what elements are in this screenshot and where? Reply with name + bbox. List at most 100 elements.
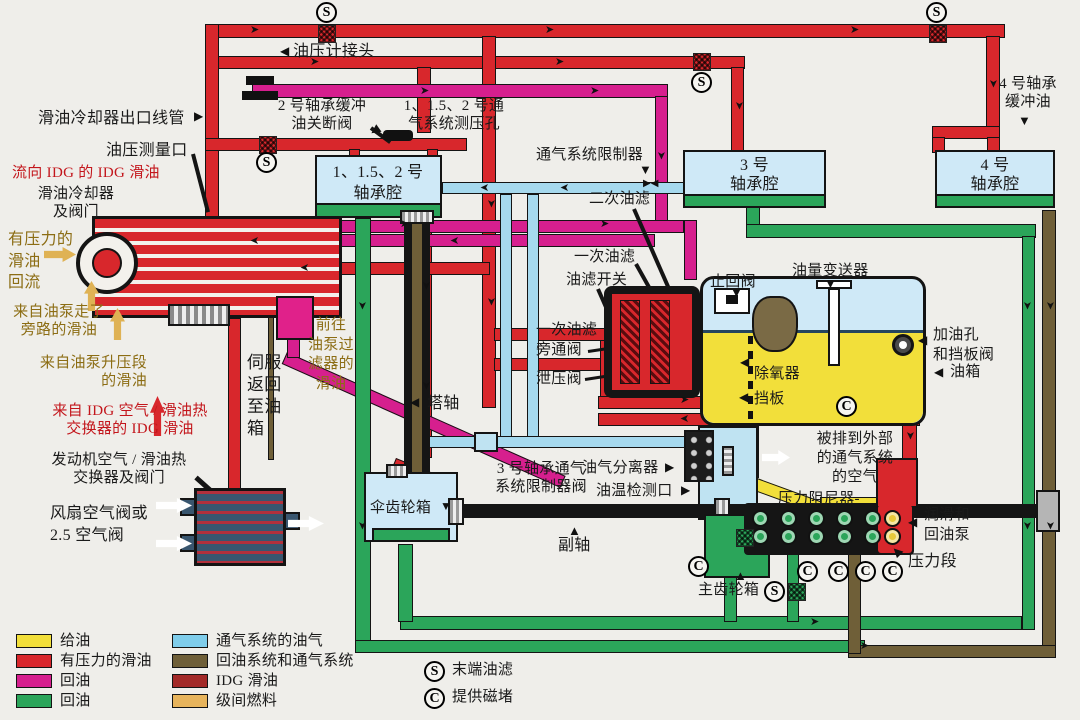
oil-tank-oil — [703, 332, 923, 423]
flow-arrow-icon: ◀ — [918, 333, 928, 347]
pump-gear — [780, 528, 797, 545]
label-secondary-filter: 二次油滤 — [589, 191, 651, 207]
heat-exchanger — [194, 488, 286, 566]
terminal-filter-symbol-4: S — [926, 2, 947, 23]
legend-symbol-label-0: 末端油滤 — [452, 662, 514, 678]
label-servo-return: 伺服 返回 至油 箱 — [247, 353, 282, 439]
label-vent-press-tap: 1、1.5、2 号通 气系统测压孔 — [403, 98, 505, 133]
label-pressure-damper: 压力阻尼器- — [778, 491, 860, 507]
label-primary-filter: 一次油滤 — [574, 249, 636, 265]
pipe-scavenge-top — [252, 84, 668, 98]
flow-arrow-icon: ➤ — [860, 640, 870, 652]
bevel-gearbox-sump — [372, 528, 450, 542]
label-bevel-gearbox: 伞齿轮箱 — [370, 500, 432, 516]
flow-arrow-icon: ◀ — [410, 395, 420, 409]
pump-gear — [836, 528, 853, 545]
pipe-vent-bottom — [428, 436, 704, 448]
magnetic-plug-pump-4: C — [882, 561, 903, 582]
legend-label-1-1: 有压力的滑油 — [60, 653, 152, 669]
label-relief-valve: 泄压阀 — [536, 371, 582, 387]
flow-arrow-icon: ➤ — [400, 218, 410, 230]
legend-label-2-1: 回油系统和通气系统 — [216, 653, 354, 669]
label-primary-filter-bypass: 一次油滤 旁通阀 — [536, 322, 598, 358]
label-oil-temp-port: 油温检测口 — [596, 483, 673, 499]
flow-arrow-icon: ◀ — [908, 515, 918, 529]
layshaft-coupler-1 — [448, 498, 464, 525]
flow-arrow-icon: ▲ — [734, 568, 747, 583]
flow-arrow-icon: ➤ — [733, 100, 746, 111]
pump-gear — [808, 510, 825, 527]
flow-arrow-icon: ➤ — [420, 85, 430, 97]
label-pressure-stage: 压力段 — [908, 553, 957, 570]
label-main-gearbox: 主齿轮箱 — [698, 582, 760, 598]
label-oil-pressure-port: 油压测量口 — [106, 142, 188, 159]
terminal-filter-symbol-2: S — [256, 152, 277, 173]
flow-arrow-icon: ▶ — [194, 109, 204, 123]
pipe-green-no3-right — [746, 224, 1036, 238]
pipe-vent-v1 — [500, 194, 512, 442]
fill-port-cap-core — [899, 341, 907, 349]
flow-arrow-icon: ➤ — [655, 150, 668, 161]
tank-baffle — [748, 336, 753, 420]
pump-gear — [808, 528, 825, 545]
label-pressurized-oil-return: 有压力的 滑油 回流 — [8, 231, 74, 292]
label-air-oil-separator: 油气分离器 — [582, 460, 659, 476]
label-baffle: 挡板 — [754, 391, 785, 407]
label-oil-pressure-gauge-connector: 油压计接头 — [293, 43, 375, 60]
legend-label-1-0: 给油 — [60, 633, 91, 649]
flow-arrow-icon: ➤ — [555, 56, 565, 68]
label-tower-shaft: 塔轴 — [427, 395, 460, 412]
flow-arrow-icon: ➤ — [420, 380, 433, 391]
flow-arrow-icon: ➤ — [1044, 300, 1057, 311]
flow-arrow-icon: ➤ — [680, 394, 690, 406]
label-engine-air-oil-hx: 发动机空气 / 滑油热 交换器及阀门 — [51, 452, 187, 487]
label-fan-air-valve: 风扇空气阀或 2.5 空气阀 — [50, 505, 148, 545]
flow-arrow-icon: ➤ — [420, 280, 433, 291]
label-vent-restrictor: 通气系统限制器 — [536, 147, 644, 163]
flow-arrow-icon: ➤ — [1021, 520, 1034, 531]
pump-gear — [864, 528, 881, 545]
legend-symbol-C: C — [424, 688, 445, 709]
legend-label-2-2: IDG 滑油 — [216, 673, 279, 689]
label-fill-port-flapper: 加油孔 和挡板阀 — [933, 327, 995, 364]
flow-arrow-icon: ▶ — [665, 460, 675, 474]
check-valve-core — [726, 295, 738, 304]
flow-arrow-icon: ➤ — [810, 616, 820, 628]
label-bearing-112-line2: 轴承腔 — [353, 185, 403, 202]
terminal-filter-no3 — [693, 53, 711, 71]
terminal-filter-top-left — [318, 25, 336, 43]
flow-arrow-icon: ➤ — [485, 296, 498, 307]
label-deaerator: 除氧器 — [754, 366, 800, 382]
flow-arrow-icon: ◀ — [739, 390, 749, 404]
flow-arrow-icon: ➤ — [250, 24, 260, 36]
label-bearing-4-line2: 轴承腔 — [970, 176, 1020, 193]
layshaft-end-bearing — [1036, 490, 1060, 532]
flow-arrow-icon: ▼ — [639, 162, 652, 177]
pipe-green-bevel-down — [398, 544, 413, 622]
label-bypass-oil-from-pump: 来自油泵走了 旁路的滑油 — [13, 304, 105, 339]
terminal-filter-no4 — [929, 25, 947, 43]
flow-arrow-icon: ➤ — [850, 24, 860, 36]
lube-unit-filter-element — [168, 304, 230, 326]
magnetic-plug-gearbox: C — [688, 556, 709, 577]
label-oil-cooler-outlet-line: 滑油冷却器出口线管 — [38, 110, 185, 127]
flow-arrow-icon: ➤ — [904, 430, 917, 441]
label-oil-to-pump-filter: 前往 油泵过 滤器的 滑油 — [308, 317, 354, 392]
label-bearing-4-line1: 4 号 — [980, 157, 1010, 174]
label-no4-buffer-oil: 4 号轴承 缓冲油 — [999, 76, 1057, 111]
tower-shaft-coupler — [400, 210, 434, 224]
oil-qty-transmitter-tube — [828, 288, 840, 366]
label-bearing-3-line1: 3 号 — [740, 157, 769, 174]
flow-arrow-icon: ▲ — [568, 523, 581, 538]
terminal-filter-symbol-3: S — [691, 72, 712, 93]
pipe-green-bottom-2 — [355, 640, 865, 653]
legend-symbol-S: S — [424, 661, 445, 682]
legend-swatch-1-0 — [16, 634, 52, 648]
pipe-unit-to-hx — [228, 318, 241, 492]
vent-line-valve — [474, 432, 498, 452]
magnetic-plug-tank: C — [836, 396, 857, 417]
filter-element-2 — [650, 300, 670, 384]
tower-shaft-core — [412, 218, 422, 510]
deaerator — [752, 296, 798, 352]
legend-swatch-2-3 — [172, 694, 208, 708]
